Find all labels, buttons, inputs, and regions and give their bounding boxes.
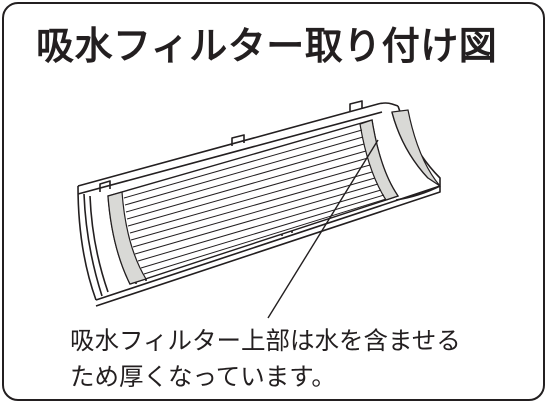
diagram-title: 吸水フィルター取り付け図	[36, 24, 498, 68]
caption-line-1: 吸水フィルター上部は水を含ませる	[70, 326, 461, 355]
caption: 吸水フィルター上部は水を含ませる ため厚くなっています。	[70, 323, 461, 395]
filter-mesh	[107, 109, 441, 285]
leader-line	[267, 139, 379, 319]
caption-line-2: ため厚くなっています。	[70, 362, 336, 391]
